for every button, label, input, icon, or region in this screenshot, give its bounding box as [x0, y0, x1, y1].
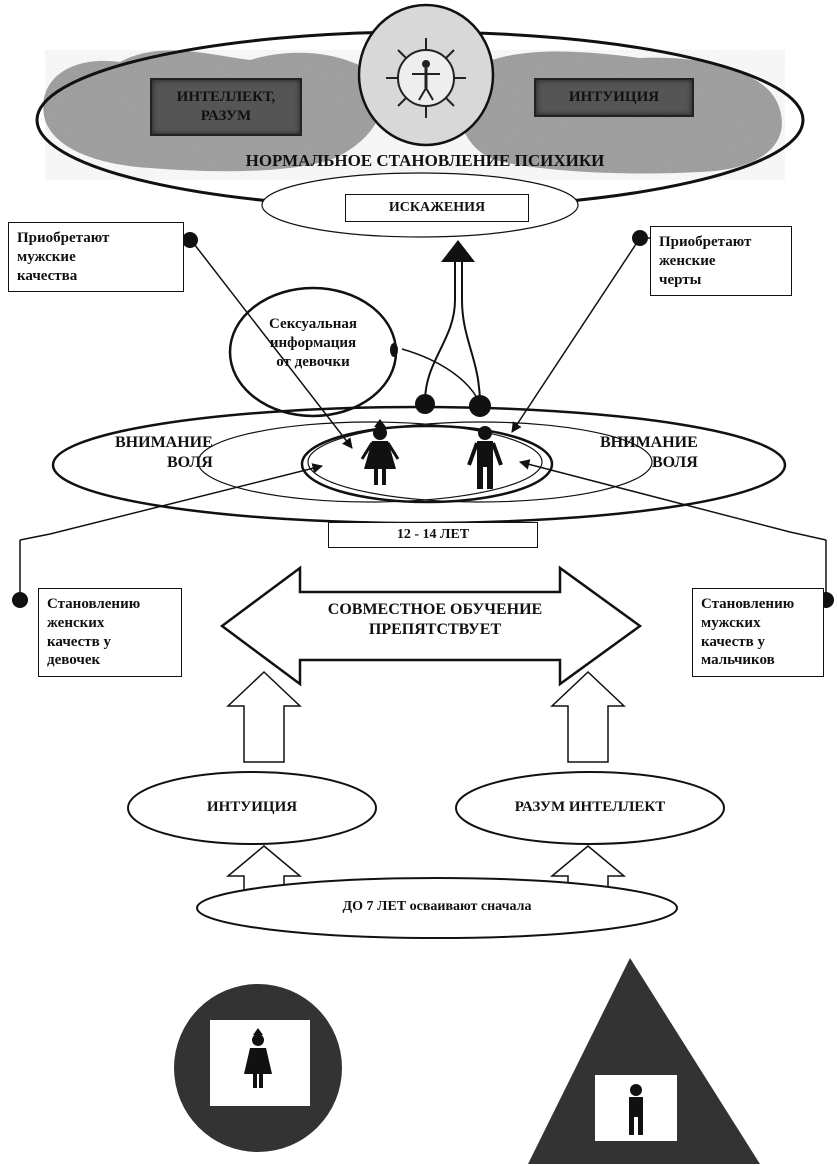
distortion-arrowhead: [441, 240, 475, 262]
left-top-dot: [182, 232, 198, 248]
junction-dot-2: [469, 395, 491, 417]
coeducation-block-arrow: [219, 565, 643, 687]
attention-inner-oval-right: [307, 421, 653, 503]
junction-dot-1: [415, 394, 435, 414]
hollow-arrow-up-left-1: [226, 670, 302, 763]
intuition-oval-label: ИНТУИЦИЯ: [206, 799, 298, 815]
before-7-label: ДО 7 ЛЕТ осваивают сначала: [342, 899, 532, 914]
girl-figure-icon: [360, 419, 400, 485]
male-triangle-symbol: [528, 958, 760, 1164]
coeducation-label: СОВМЕСТНОЕ ОБУЧЕНИЕ ПРЕПЯТСТВУЕТ: [327, 601, 543, 638]
attention-will-left: ВНИМАНИЕ ВОЛЯ: [115, 434, 213, 471]
reason-oval-label: РАЗУМ ИНТЕЛЛЕКТ: [514, 799, 666, 815]
attention-inner-oval-left: [197, 421, 543, 503]
intuition-oval: [127, 771, 377, 845]
female-circle-symbol: [174, 984, 342, 1152]
before-7-oval: [196, 877, 678, 939]
boy-figure-icon: [629, 1084, 643, 1135]
right-top-dot: [632, 230, 648, 246]
left-bottom-dot: [12, 592, 28, 608]
right-top-note: Приобретают женские черты: [650, 226, 792, 297]
left-coeducation-box: Становлению женских качеств у девочек: [38, 588, 182, 677]
attention-will-right: ВНИМАНИЕ ВОЛЯ: [600, 434, 698, 471]
figures-oval: [300, 424, 554, 504]
intellect-box: ИНТЕЛЛЕКТ, РАЗУМ: [150, 78, 302, 136]
intuition-box: ИНТУИЦИЯ: [534, 78, 694, 117]
boy-figure-icon: [467, 426, 503, 489]
reason-oval: [455, 771, 725, 845]
left-top-note: Приобретают мужские качества: [8, 222, 184, 293]
sexual-info-label: Сексуальная информация от девочки: [269, 316, 357, 370]
vitruvian-man-icon: [386, 38, 466, 118]
hollow-arrow-up-right-1: [550, 670, 626, 763]
distortions-box: ИСКАЖЕНИЯ: [345, 194, 529, 222]
right-coeducation-box: Становлению мужских качеств у мальчиков: [692, 588, 824, 677]
girl-figure-icon: [244, 1028, 272, 1088]
normal-development-label: НОРМАЛЬНОЕ СТАНОВЛЕНИЕ ПСИХИКИ: [245, 151, 605, 170]
age-12-14-box: 12 - 14 ЛЕТ: [328, 522, 538, 548]
